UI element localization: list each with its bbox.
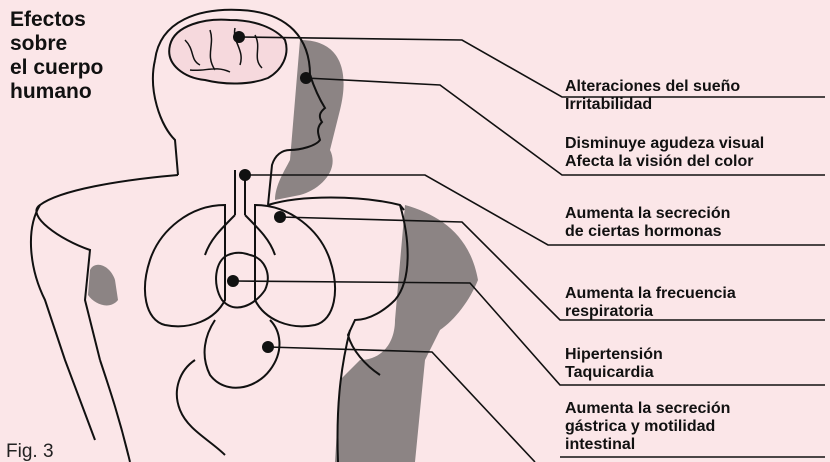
figure-label: Fig. 3	[6, 441, 54, 462]
effect-sleep-label: Alteraciones del sueño Irritabilidad	[565, 78, 740, 114]
effect-line: Afecta la visión del color	[565, 153, 764, 171]
right-lung	[255, 205, 335, 326]
eye-dot	[300, 72, 312, 84]
diagram-title: Efectos sobre el cuerpo humano	[10, 8, 103, 104]
left-arm	[31, 205, 130, 462]
title-line: humano	[10, 80, 103, 104]
left-lung	[145, 205, 225, 326]
effect-line: Alteraciones del sueño	[565, 78, 740, 96]
effect-line: respiratoria	[565, 303, 736, 321]
heart-dot	[227, 275, 239, 287]
brain-dot	[233, 31, 245, 43]
effect-line: Hipertensión	[565, 346, 663, 364]
brain	[169, 20, 286, 84]
effect-line: Aumenta la secreción	[565, 400, 730, 418]
effect-line: de ciertas hormonas	[565, 223, 730, 241]
effect-line: intestinal	[565, 436, 730, 454]
trachea	[205, 170, 275, 255]
title-line: el cuerpo	[10, 56, 103, 80]
effect-line: Disminuye agudeza visual	[565, 135, 764, 153]
lung-dot	[274, 211, 286, 223]
title-line: Efectos	[10, 8, 103, 32]
back-of-neck	[153, 60, 178, 175]
effect-respiratory-label: Aumenta la frecuencia respiratoria	[565, 285, 736, 321]
stomach-dot	[262, 341, 274, 353]
gland-dot	[239, 169, 251, 181]
effect-line: gástrica y motilidad	[565, 418, 730, 436]
effect-line: Aumenta la frecuencia	[565, 285, 736, 303]
effect-gastric-label: Aumenta la secreción gástrica y motilida…	[565, 400, 730, 454]
effect-hormones-label: Aumenta la secreción de ciertas hormonas	[565, 205, 730, 241]
title-line: sobre	[10, 32, 103, 56]
arm-shadow	[88, 265, 118, 306]
effect-line: Irritabilidad	[565, 96, 740, 114]
heart	[216, 253, 268, 308]
effect-cardiac-label: Hipertensión Taquicardia	[565, 346, 663, 382]
stomach	[177, 320, 280, 455]
effect-vision-label: Disminuye agudeza visual Afecta la visió…	[565, 135, 764, 171]
effect-line: Taquicardia	[565, 364, 663, 382]
effect-line: Aumenta la secreción	[565, 205, 730, 223]
